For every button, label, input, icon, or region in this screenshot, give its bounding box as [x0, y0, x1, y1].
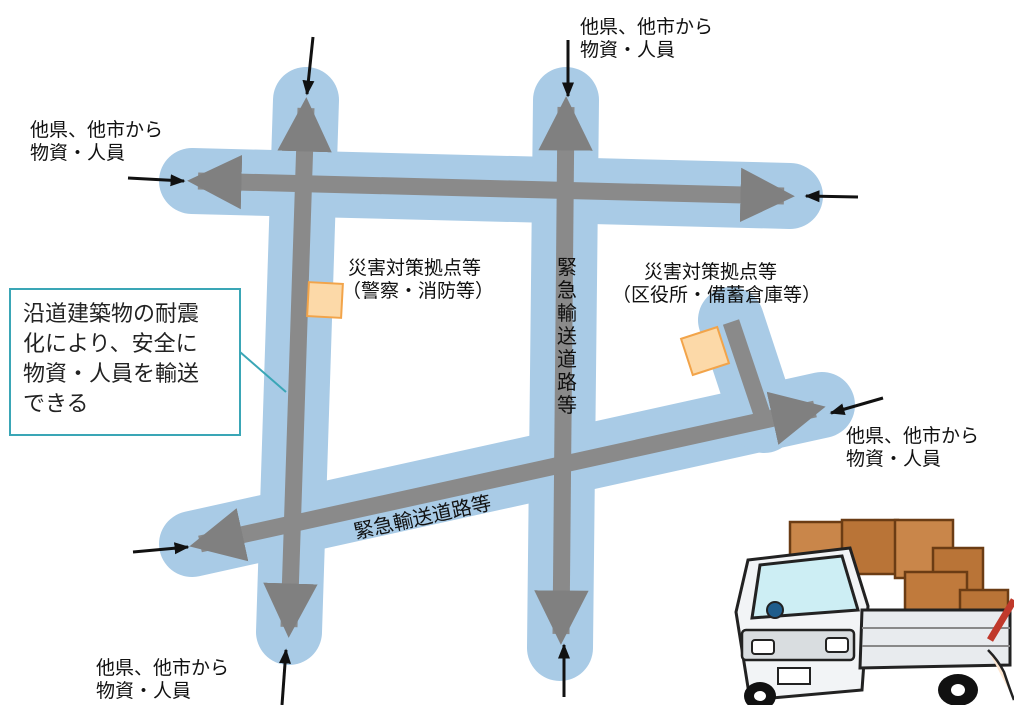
callout-leader-line	[239, 351, 287, 393]
arrow-left-lower	[132, 542, 190, 555]
arrow-left-top	[127, 174, 186, 187]
disaster-base-left-marker	[306, 281, 344, 319]
supply-label-left: 他県、他市から 物資・人員	[30, 119, 164, 164]
arrow-right-lower	[829, 396, 884, 416]
disaster-base-right-marker	[679, 325, 731, 377]
roads	[187, 96, 826, 645]
supply-label-right: 他県、他市から 物資・人員	[846, 425, 980, 470]
disaster-base-right-label: 災害対策拠点等 （区役所・備蓄倉庫等）	[612, 261, 822, 306]
inbound-arrows	[127, 36, 884, 705]
supply-label-top-center: 他県、他市から 物資・人員	[580, 16, 714, 61]
seismic-retrofit-callout: 沿道建築物の耐震 化により、安全に 物資・人員を輸送 できる	[9, 288, 241, 436]
arrow-top-left	[302, 36, 315, 96]
supply-label-bottom-left: 他県、他市から 物資・人員	[96, 657, 230, 702]
arrow-bottom-left	[279, 648, 292, 705]
road-branch-right	[722, 319, 773, 423]
disaster-base-left-label: 災害対策拠点等 （警察・消防等）	[342, 257, 495, 302]
truck-illustration	[734, 518, 1014, 705]
road-lower-diagonal	[189, 391, 826, 562]
road-vertical-label: 緊 急 輸 送 道 路 等	[557, 255, 577, 417]
arrow-right-top	[804, 190, 859, 203]
